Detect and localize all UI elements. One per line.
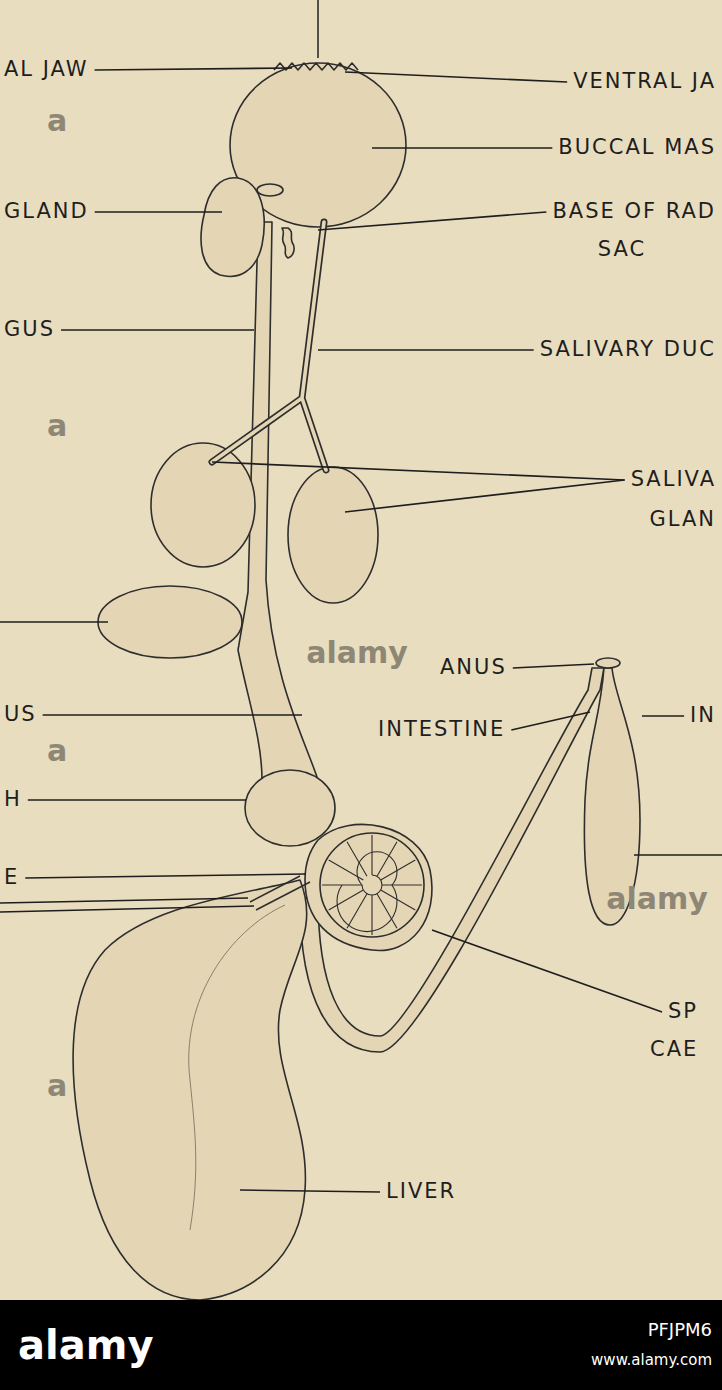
- leader-line: [634, 854, 722, 856]
- part-label: BASE OF RAD: [552, 200, 716, 223]
- leader-line: [0, 906, 254, 912]
- duct-outline: [212, 222, 326, 470]
- leader-line: [511, 712, 590, 730]
- part-label: H: [4, 788, 22, 811]
- part-label: INTESTINE: [378, 718, 505, 741]
- part-label: GLAND: [4, 200, 89, 223]
- watermark: alamy: [306, 636, 408, 669]
- leader-line: [345, 480, 625, 512]
- leader-line: [372, 147, 552, 149]
- salivary-gland: [288, 467, 378, 603]
- image-id: PFJPM6: [648, 1320, 712, 1340]
- organ-outlines: [73, 0, 640, 1300]
- leader-line: [95, 211, 222, 213]
- jaw-edge: [274, 63, 358, 70]
- watermark: alamy: [606, 882, 708, 915]
- caecum: [305, 824, 432, 950]
- leader-line: [43, 714, 302, 716]
- part-label: BUCCAL MAS: [558, 136, 716, 159]
- part-label: SALIVARY DUC: [540, 338, 716, 361]
- spiral-line: [337, 852, 397, 932]
- part-label: E: [4, 866, 19, 889]
- septum-line: [322, 835, 422, 935]
- leader-line: [212, 462, 625, 480]
- stomach: [245, 770, 335, 846]
- spiral-caecum: [320, 833, 424, 937]
- watermark: a: [47, 1069, 67, 1102]
- crop: [98, 586, 242, 658]
- leader-line: [28, 799, 246, 801]
- leader-line: [345, 72, 567, 82]
- leader-line: [61, 329, 254, 331]
- part-label: GLAN: [649, 508, 716, 531]
- salivary-gland: [151, 443, 255, 567]
- part-label: SALIVA: [631, 468, 716, 491]
- intestine: [300, 668, 604, 1052]
- gland-curl: [257, 184, 283, 196]
- leader-line: [0, 898, 248, 903]
- footer-bar: [0, 1300, 722, 1390]
- part-label: GUS: [4, 318, 55, 341]
- part-label: SAC: [598, 238, 646, 261]
- leader-line: [25, 874, 306, 878]
- duct-lumen: [212, 222, 326, 470]
- watermark: a: [47, 409, 67, 442]
- part-label: US: [4, 703, 37, 726]
- radula-sac-base: [282, 228, 294, 258]
- gland: [201, 178, 264, 277]
- watermark: a: [47, 734, 67, 767]
- part-label: LIVER: [386, 1180, 456, 1203]
- spiral-septa: [322, 835, 422, 935]
- leader-line: [95, 68, 292, 70]
- hepatic-duct: [250, 876, 310, 910]
- anus: [596, 658, 620, 668]
- leader-line: [318, 349, 534, 351]
- watermark: a: [47, 104, 67, 137]
- liver: [73, 880, 307, 1300]
- part-label: VENTRAL JA: [573, 70, 716, 93]
- leader-line: [432, 930, 662, 1012]
- leader-line: [317, 0, 319, 58]
- leader-line: [0, 621, 108, 623]
- part-label: CAE: [650, 1038, 698, 1061]
- part-label: SP: [668, 1000, 698, 1023]
- leader-line: [318, 212, 546, 230]
- url: www.alamy.com: [591, 1352, 712, 1369]
- liver-shading: [189, 905, 285, 1230]
- salivary-duct: [212, 222, 326, 470]
- part-label: IN: [690, 704, 716, 727]
- part-label: ANUS: [440, 656, 507, 679]
- part-label: AL JAW: [4, 58, 89, 81]
- logo: alamy: [18, 1323, 153, 1367]
- leader-line: [513, 664, 594, 668]
- leader-line: [642, 715, 684, 717]
- leader-lines: [0, 622, 722, 912]
- leader-line: [240, 1190, 380, 1192]
